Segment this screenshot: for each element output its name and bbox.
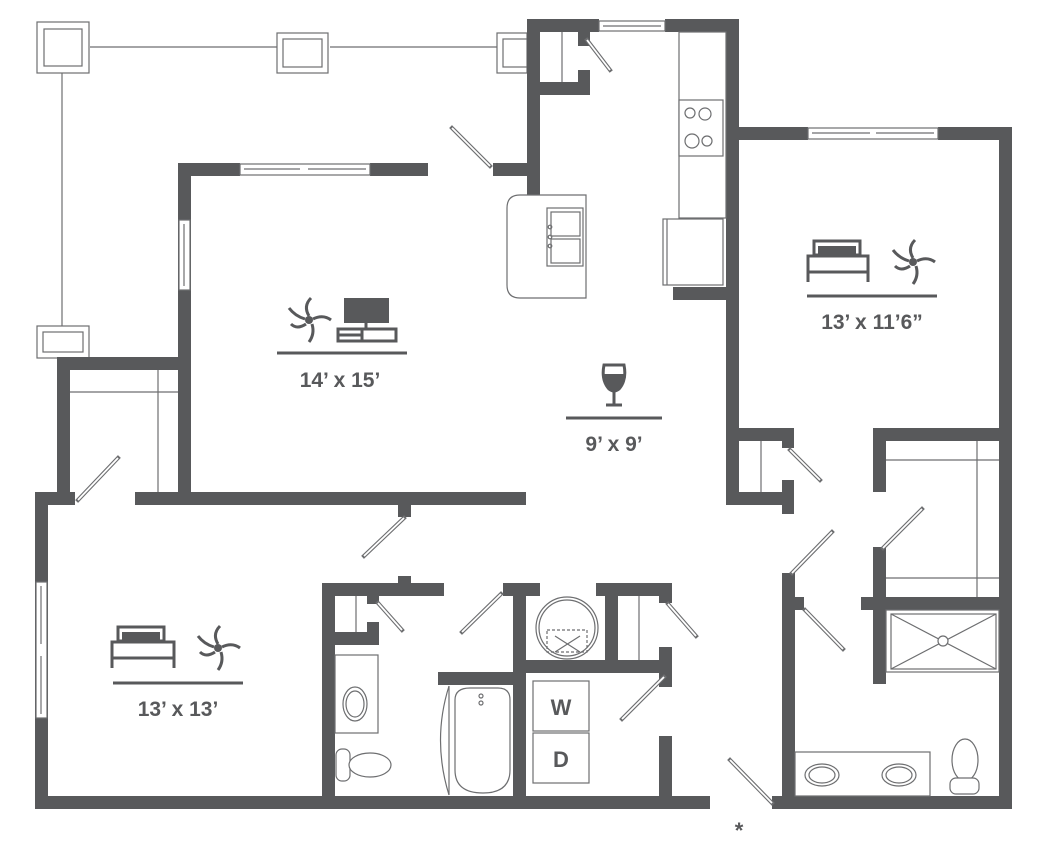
tv-console-icon — [336, 298, 398, 343]
patio — [36, 21, 528, 359]
shower-icon — [885, 609, 1000, 673]
window — [35, 581, 48, 719]
sink-icon — [546, 207, 584, 267]
door-swing — [789, 529, 835, 576]
window — [178, 219, 191, 291]
master-bathroom — [794, 609, 1000, 797]
kitchen-island — [506, 194, 587, 299]
double-vanity-icon — [794, 751, 931, 797]
window — [598, 20, 666, 32]
room-dimensions: 13’ x 13’ — [138, 698, 219, 721]
door-swing — [619, 674, 667, 722]
room-dining[interactable]: 9’ x 9’ — [566, 363, 662, 456]
refrigerator-icon — [662, 218, 724, 286]
door-swing — [880, 506, 925, 551]
washer-label: W — [551, 695, 572, 720]
kitchen — [506, 31, 727, 299]
bed-icon — [110, 625, 176, 668]
stove-icon — [678, 99, 724, 157]
door-swing — [449, 125, 493, 169]
room-dimensions: 13’ x 11’6” — [821, 311, 923, 334]
laundry: W D — [532, 596, 599, 784]
room-bedroom-2[interactable]: 13’ x 13’ — [110, 624, 243, 721]
toilet-icon — [335, 748, 392, 782]
toilet-icon — [949, 738, 980, 795]
door-swing — [361, 515, 407, 559]
room-dimensions: 14’ x 15’ — [300, 369, 381, 392]
dryer[interactable]: D — [532, 732, 590, 784]
ceiling-fan-icon — [196, 624, 241, 671]
room-dimensions: 9’ x 9’ — [585, 433, 642, 456]
wine-glass-icon — [601, 363, 627, 407]
dryer-label: D — [553, 747, 569, 772]
door-swing — [727, 757, 775, 806]
patio-post — [496, 32, 528, 74]
window — [807, 127, 939, 140]
vanity-icon — [334, 654, 379, 734]
door-swing — [459, 591, 504, 635]
door-swing — [802, 607, 846, 652]
patio-post — [276, 32, 329, 74]
patio-post — [36, 325, 90, 359]
washer[interactable]: W — [532, 680, 590, 732]
door-swing — [665, 601, 699, 639]
entry-marker: * — [735, 818, 744, 843]
room-living[interactable]: 14’ x 15’ — [277, 296, 407, 392]
ceiling-fan-icon — [287, 296, 332, 343]
room-master-bedroom[interactable]: 13’ x 11’6” — [806, 238, 937, 334]
windows — [35, 20, 939, 719]
doors — [75, 37, 925, 806]
door-swing — [75, 455, 121, 503]
patio-post — [36, 21, 90, 74]
window — [239, 163, 371, 176]
bathtub-icon — [439, 685, 511, 796]
water-heater-icon — [535, 596, 599, 660]
door-swing — [584, 37, 613, 73]
door-swing — [375, 600, 405, 633]
door-swing — [787, 447, 823, 483]
walls — [35, 19, 1012, 809]
bed-icon — [806, 239, 870, 282]
closet-shelves — [70, 32, 999, 660]
ceiling-fan-icon — [891, 238, 936, 285]
bathroom-2 — [334, 654, 511, 796]
